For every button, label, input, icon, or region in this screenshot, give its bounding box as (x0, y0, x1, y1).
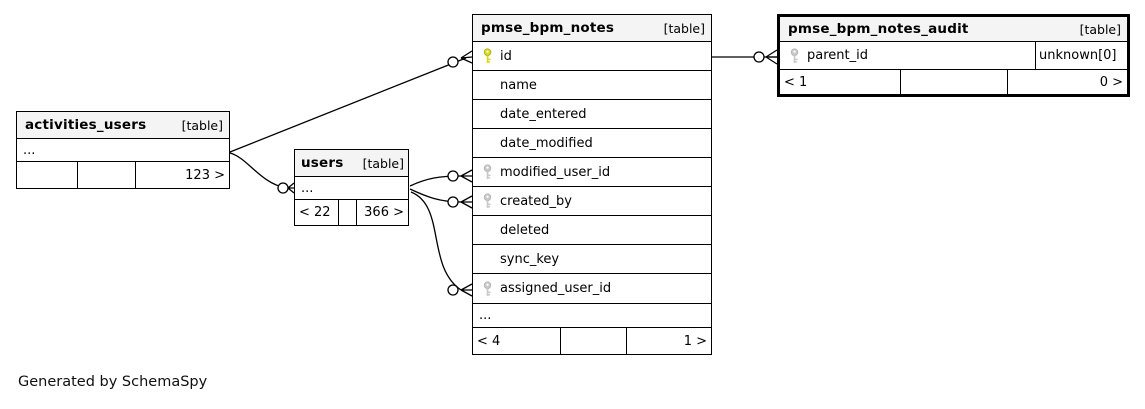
column-name: date_entered (500, 106, 587, 122)
table-footer: < 1 0 > (780, 70, 1127, 94)
connector-activities-users-to-users (229, 152, 295, 194)
more-columns-row: ... (295, 177, 408, 200)
column-row-name[interactable]: name (473, 71, 711, 100)
column-name: date_modified (500, 135, 593, 151)
column-name: assigned_user_id (500, 281, 612, 296)
column-row-date-entered[interactable]: date_entered (473, 100, 711, 129)
table-type-label: [table] (663, 20, 705, 36)
column-row-parent-id[interactable]: parent_id unknown[0] (780, 42, 1127, 70)
footer-parents-cell: < 4 (477, 333, 501, 349)
generated-by-note: Generated by SchemaSpy (18, 374, 208, 390)
foreign-key-icon (482, 280, 500, 297)
table-header[interactable]: pmse_bpm_notes_audit [table] (780, 17, 1127, 42)
more-columns-row: ... (473, 304, 711, 328)
column-name: sync_key (500, 251, 560, 267)
footer-middle-cell (77, 162, 135, 188)
footer-middle-cell (560, 328, 626, 354)
foreign-key-icon (482, 164, 500, 180)
footer-children-cell: 366 > (356, 200, 408, 225)
table-footer: < 4 1 > (473, 328, 711, 354)
foreign-key-icon (482, 193, 500, 209)
column-name: id (500, 48, 512, 64)
table-footer: 123 > (17, 162, 229, 188)
footer-parents-cell (17, 162, 77, 188)
column-name: created_by (500, 193, 572, 209)
table-type-label: [table] (362, 155, 404, 171)
table-pmse-bpm-notes-audit[interactable]: pmse_bpm_notes_audit [table] parent_id u… (777, 14, 1130, 97)
column-row-id[interactable]: id (473, 42, 711, 71)
table-pmse-bpm-notes[interactable]: pmse_bpm_notes [table] id name date_ente… (472, 14, 712, 355)
table-header[interactable]: activities_users [table] (17, 112, 229, 139)
footer-middle-cell (338, 200, 356, 225)
more-columns-row: ... (17, 139, 229, 162)
table-type-label: [table] (181, 117, 223, 133)
column-row-sync-key[interactable]: sync_key (473, 245, 711, 274)
table-name: activities_users (25, 117, 147, 133)
table-name: pmse_bpm_notes (481, 20, 615, 36)
connector-activities-users-to-notes-id (229, 50, 473, 153)
column-name: parent_id (807, 48, 868, 63)
footer-parents-cell: < 1 (784, 74, 808, 90)
table-footer: < 22 366 > (295, 200, 408, 225)
table-users[interactable]: users [table] ... < 22 366 > (294, 149, 409, 226)
table-header[interactable]: users [table] (295, 150, 408, 177)
table-activities-users[interactable]: activities_users [table] ... 123 > (16, 111, 230, 189)
footer-children-cell: 0 > (1007, 70, 1127, 94)
primary-key-icon (482, 48, 500, 64)
connector-users-to-notes-modified-user-id (409, 169, 473, 187)
column-row-modified-user-id[interactable]: modified_user_id (473, 158, 711, 187)
foreign-key-icon (789, 47, 807, 64)
column-row-assigned-user-id[interactable]: assigned_user_id (473, 274, 711, 304)
column-name: deleted (500, 222, 550, 238)
column-name: name (500, 77, 537, 93)
column-row-created-by[interactable]: created_by (473, 187, 711, 216)
footer-middle-cell (900, 70, 1007, 94)
table-type-label: [table] (1079, 21, 1121, 37)
footer-children-cell: 123 > (135, 162, 229, 188)
footer-children-cell: 1 > (626, 328, 711, 354)
column-name: modified_user_id (500, 164, 611, 180)
table-name: users (301, 155, 344, 171)
column-type-cell: unknown[0] (1035, 42, 1127, 69)
column-row-date-modified[interactable]: date_modified (473, 129, 711, 158)
table-header[interactable]: pmse_bpm_notes [table] (473, 15, 711, 42)
column-row-deleted[interactable]: deleted (473, 216, 711, 245)
table-name: pmse_bpm_notes_audit (788, 21, 969, 37)
footer-parents-cell: < 22 (299, 205, 331, 220)
connector-users-to-notes-assigned-user-id (410, 191, 473, 297)
connector-notes-id-to-audit-parent-id (712, 49, 778, 65)
connector-users-to-notes-created-by (409, 188, 473, 209)
